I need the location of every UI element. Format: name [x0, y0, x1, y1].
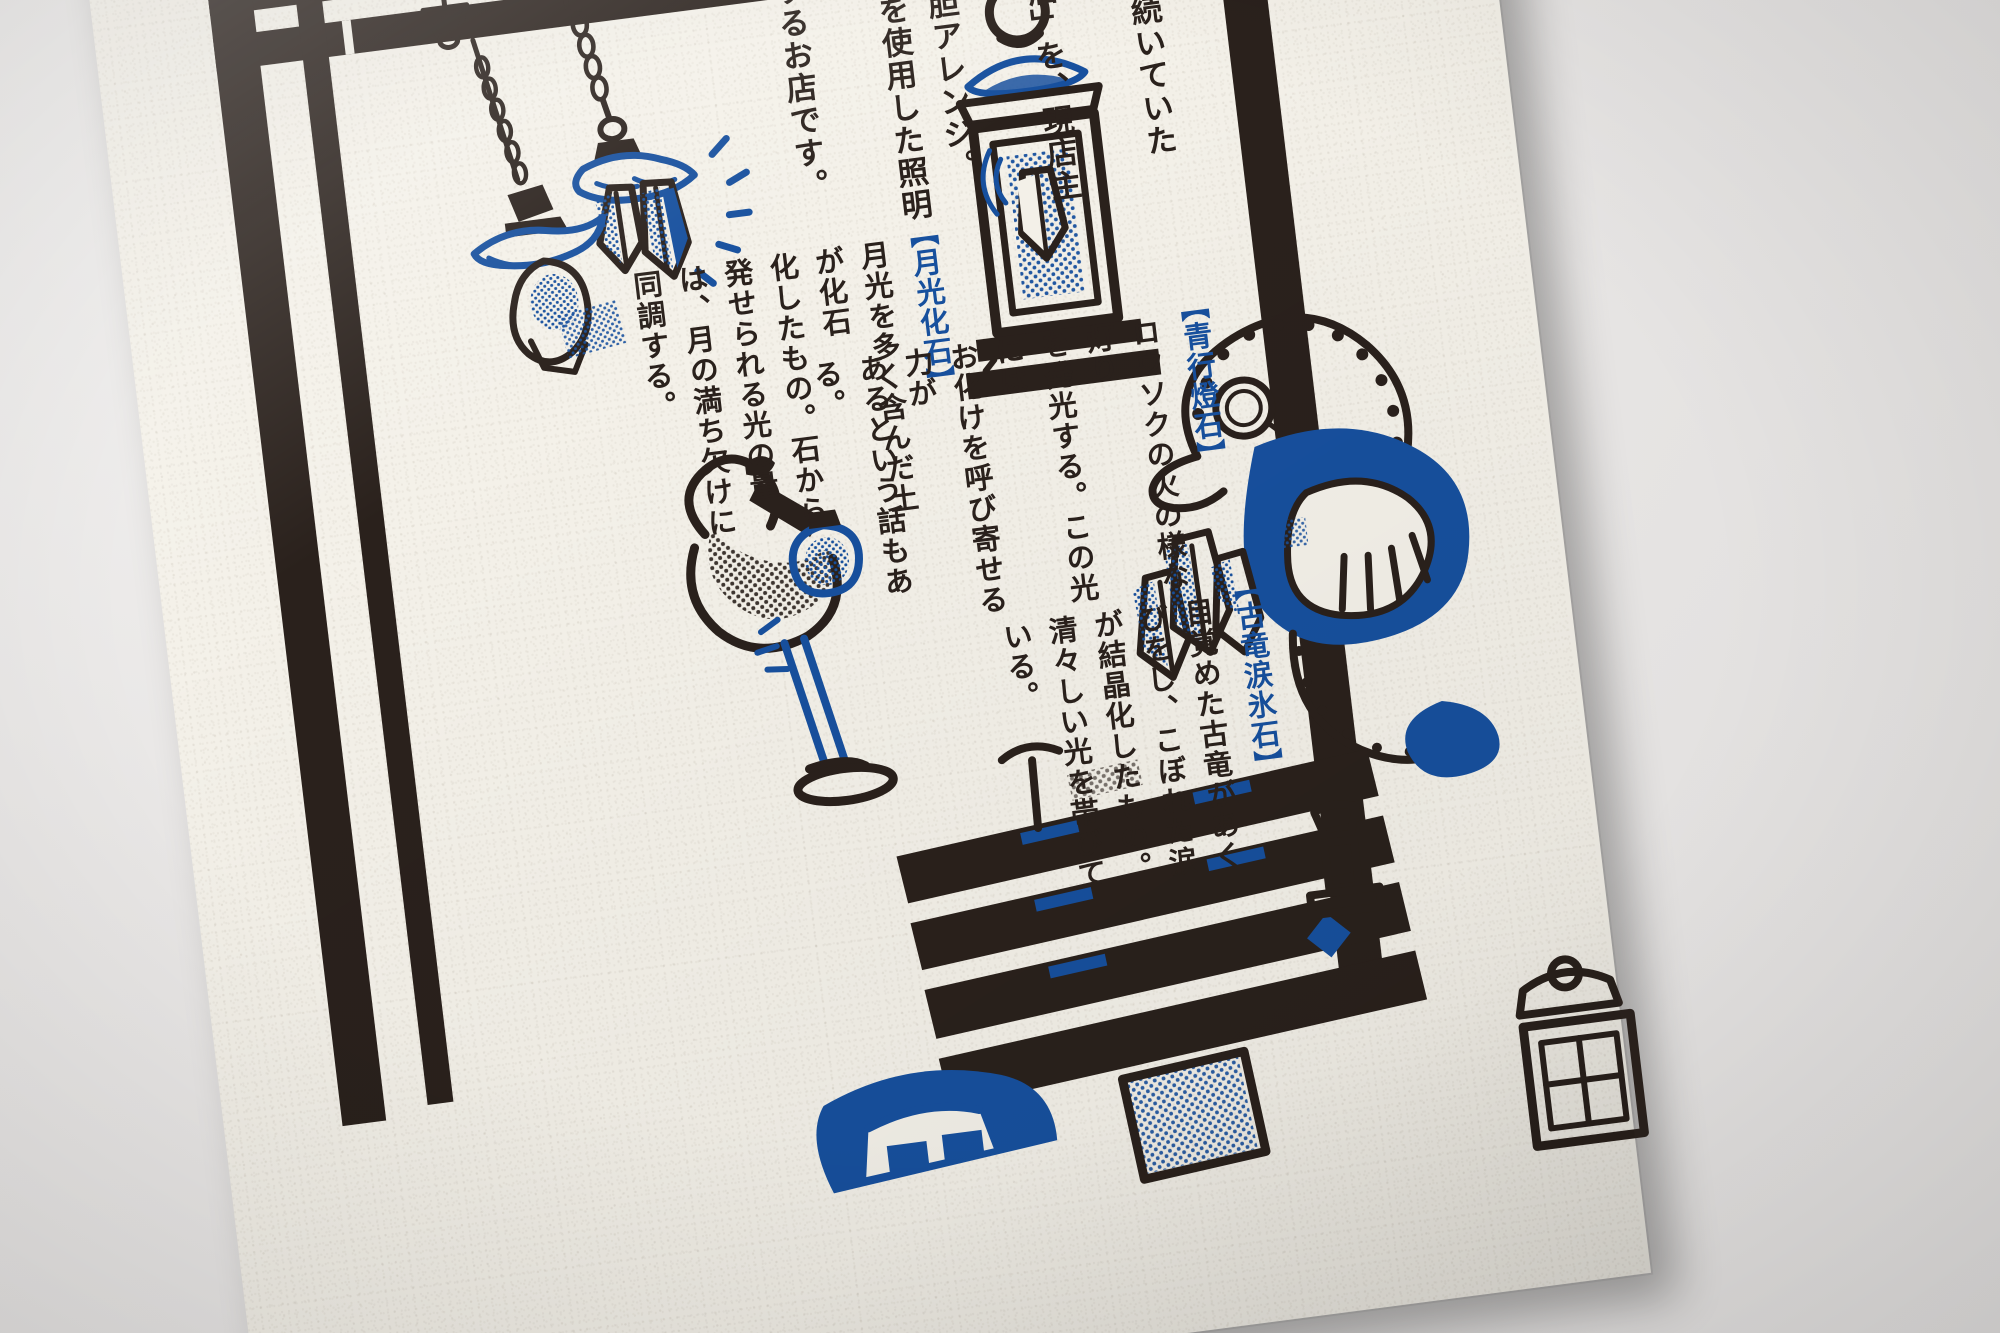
- bottom-right-lantern: [1515, 955, 1649, 1151]
- cabinet-drawers: [896, 749, 1428, 1108]
- display-stand: [1306, 800, 1386, 920]
- mole-shopkeeper: [1148, 313, 1500, 778]
- counter-tool: [997, 742, 1064, 833]
- illustration-layer: [205, 0, 1649, 1194]
- lantern: [955, 0, 1162, 400]
- hanging-lamp-right: [563, 0, 753, 287]
- desk-lamp: [684, 454, 898, 807]
- hanging-lamp-small: [420, 0, 470, 50]
- printed-card: モグラ灯 先祖代々続いていた「モグラ 野行灯店」を、現店主がガラ リと大胆アレン…: [78, 0, 1652, 1333]
- stone-body-2: 目覚めた古竜があく びをし、こぼれた涙 が結晶化したもの。 清々しい光を帯びて …: [997, 595, 1246, 892]
- bottom-blue-box: [816, 1069, 1058, 1194]
- hanging-lamp-left: [470, 37, 627, 375]
- crystal-cluster: [1132, 528, 1265, 681]
